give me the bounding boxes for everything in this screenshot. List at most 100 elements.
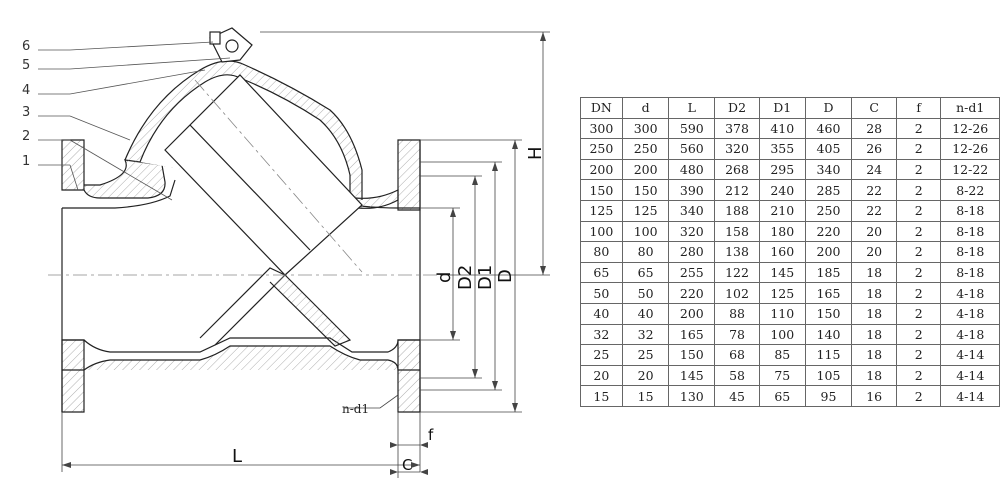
table-cell: 125 xyxy=(758,282,806,304)
dim-label-f: f xyxy=(428,426,434,444)
table-cell: 460 xyxy=(804,117,853,140)
dim-label-L: L xyxy=(232,446,242,467)
col-header-f: f xyxy=(895,97,942,119)
table-cell: 2 xyxy=(895,364,942,387)
table-cell: 200 xyxy=(668,302,716,325)
table-cell: 125 xyxy=(621,199,670,222)
col-header-d1: D1 xyxy=(758,97,806,119)
table-cell: 15 xyxy=(621,385,670,407)
table-cell: 285 xyxy=(804,179,853,201)
table-cell: 390 xyxy=(668,179,716,201)
table-cell: 410 xyxy=(758,117,806,140)
table-cell: 268 xyxy=(714,158,760,181)
table-cell: 50 xyxy=(621,282,670,304)
table-cell: 80 xyxy=(621,241,670,263)
table-cell: 2 xyxy=(895,302,942,325)
table-cell: 158 xyxy=(714,220,760,243)
table-cell: 188 xyxy=(714,199,760,222)
table-cell: 2 xyxy=(895,323,942,346)
table-cell: 255 xyxy=(668,261,716,284)
table-cell: 4-18 xyxy=(940,323,1000,346)
callout-3: 3 xyxy=(22,105,30,120)
table-cell: 150 xyxy=(580,179,623,201)
table-cell: 150 xyxy=(668,344,716,366)
table-cell: 130 xyxy=(668,385,716,407)
table-cell: 2 xyxy=(895,344,942,366)
table-cell: 80 xyxy=(580,241,623,263)
table-cell: 12-22 xyxy=(940,158,1000,181)
col-header-l: L xyxy=(668,97,716,119)
table-cell: 4-14 xyxy=(940,385,1000,407)
table-cell: 8-18 xyxy=(940,261,1000,284)
table-cell: 18 xyxy=(851,302,897,325)
table-cell: 105 xyxy=(804,364,853,387)
table-cell: 85 xyxy=(758,344,806,366)
table-cell: 150 xyxy=(804,302,853,325)
table-cell: 4-18 xyxy=(940,282,1000,304)
table-cell: 405 xyxy=(804,138,853,160)
table-cell: 18 xyxy=(851,261,897,284)
table-cell: 165 xyxy=(668,323,716,346)
table-cell: 100 xyxy=(580,220,623,243)
table-cell: 240 xyxy=(758,179,806,201)
callout-5: 5 xyxy=(22,58,30,73)
table-cell: 25 xyxy=(580,344,623,366)
table-cell: 295 xyxy=(758,158,806,181)
table-cell: 20 xyxy=(580,364,623,387)
dimension-lines xyxy=(61,31,550,478)
table-cell: 165 xyxy=(804,282,853,304)
callout-2: 2 xyxy=(22,129,30,144)
table-cell: 22 xyxy=(851,179,897,201)
table-cell: 200 xyxy=(621,158,670,181)
dim-label-C: C xyxy=(402,456,412,474)
table-cell: 12-26 xyxy=(940,117,1000,140)
table-cell: 200 xyxy=(580,158,623,181)
table-cell: 8-22 xyxy=(940,179,1000,201)
table-cell: 58 xyxy=(714,364,760,387)
table-cell: 210 xyxy=(758,199,806,222)
dimension-arrows xyxy=(62,32,546,475)
dim-label-D2: D2 xyxy=(455,265,476,290)
table-cell: 8-18 xyxy=(940,241,1000,263)
table-cell: 220 xyxy=(804,220,853,243)
table-cell: 145 xyxy=(668,364,716,387)
table-cell: 20 xyxy=(621,364,670,387)
dim-label-d: d xyxy=(434,272,455,283)
table-cell: 2 xyxy=(895,220,942,243)
table-cell: 320 xyxy=(714,138,760,160)
table-header-row: DN d L D2 D1 D C f n-d1 xyxy=(580,97,1000,119)
table-cell: 45 xyxy=(714,385,760,407)
table-cell: 2 xyxy=(895,138,942,160)
table-cell: 100 xyxy=(621,220,670,243)
table-cell: 68 xyxy=(714,344,760,366)
table-cell: 122 xyxy=(714,261,760,284)
col-header-d2: D2 xyxy=(714,97,760,119)
table-cell: 40 xyxy=(580,302,623,325)
dim-label-H: H xyxy=(525,146,546,160)
table-cell: 4-14 xyxy=(940,364,1000,387)
center-lines xyxy=(48,79,440,276)
callout-leaders xyxy=(38,41,231,201)
table-cell: 22 xyxy=(851,199,897,222)
dim-label-D1: D1 xyxy=(475,265,496,290)
dim-label-D: D xyxy=(495,269,516,283)
table-cell: 65 xyxy=(580,261,623,284)
table-cell: 200 xyxy=(804,241,853,263)
table-cell: 125 xyxy=(580,199,623,222)
callout-6: 6 xyxy=(22,39,30,54)
table-cell: 18 xyxy=(851,282,897,304)
table-cell: 32 xyxy=(580,323,623,346)
table-cell: 20 xyxy=(851,220,897,243)
table-cell: 300 xyxy=(621,117,670,140)
table-cell: 115 xyxy=(804,344,853,366)
table-cell: 95 xyxy=(804,385,853,407)
